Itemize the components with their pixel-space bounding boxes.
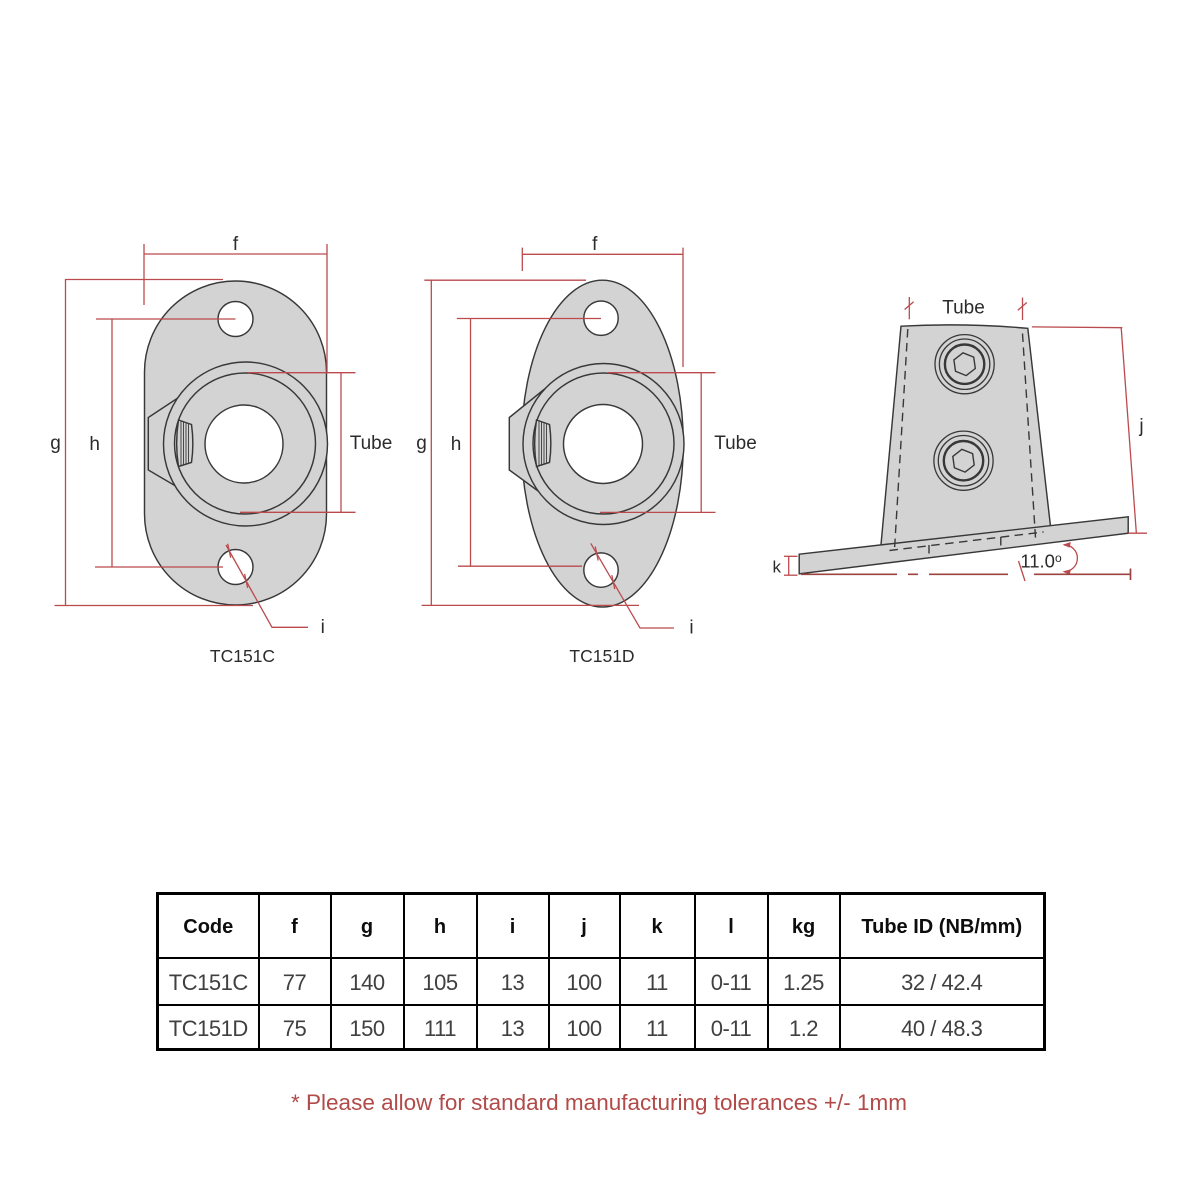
svg-text:j: j xyxy=(1138,416,1143,437)
svg-text:TC151C: TC151C xyxy=(210,646,275,666)
svg-text:f: f xyxy=(233,234,239,255)
svg-text:i: i xyxy=(689,618,693,639)
svg-text:Tube: Tube xyxy=(714,433,757,454)
svg-text:f: f xyxy=(592,234,598,255)
svg-text:g: g xyxy=(50,433,61,454)
svg-text:g: g xyxy=(416,433,427,454)
svg-text:11.0o: 11.0o xyxy=(1020,551,1062,572)
svg-text:i: i xyxy=(321,617,325,638)
svg-text:Tube: Tube xyxy=(350,433,393,454)
svg-text:k: k xyxy=(773,558,782,577)
svg-text:h: h xyxy=(89,434,100,455)
svg-text:TC151D: TC151D xyxy=(569,646,634,666)
svg-text:Tube: Tube xyxy=(942,298,985,319)
svg-text:h: h xyxy=(451,434,462,455)
